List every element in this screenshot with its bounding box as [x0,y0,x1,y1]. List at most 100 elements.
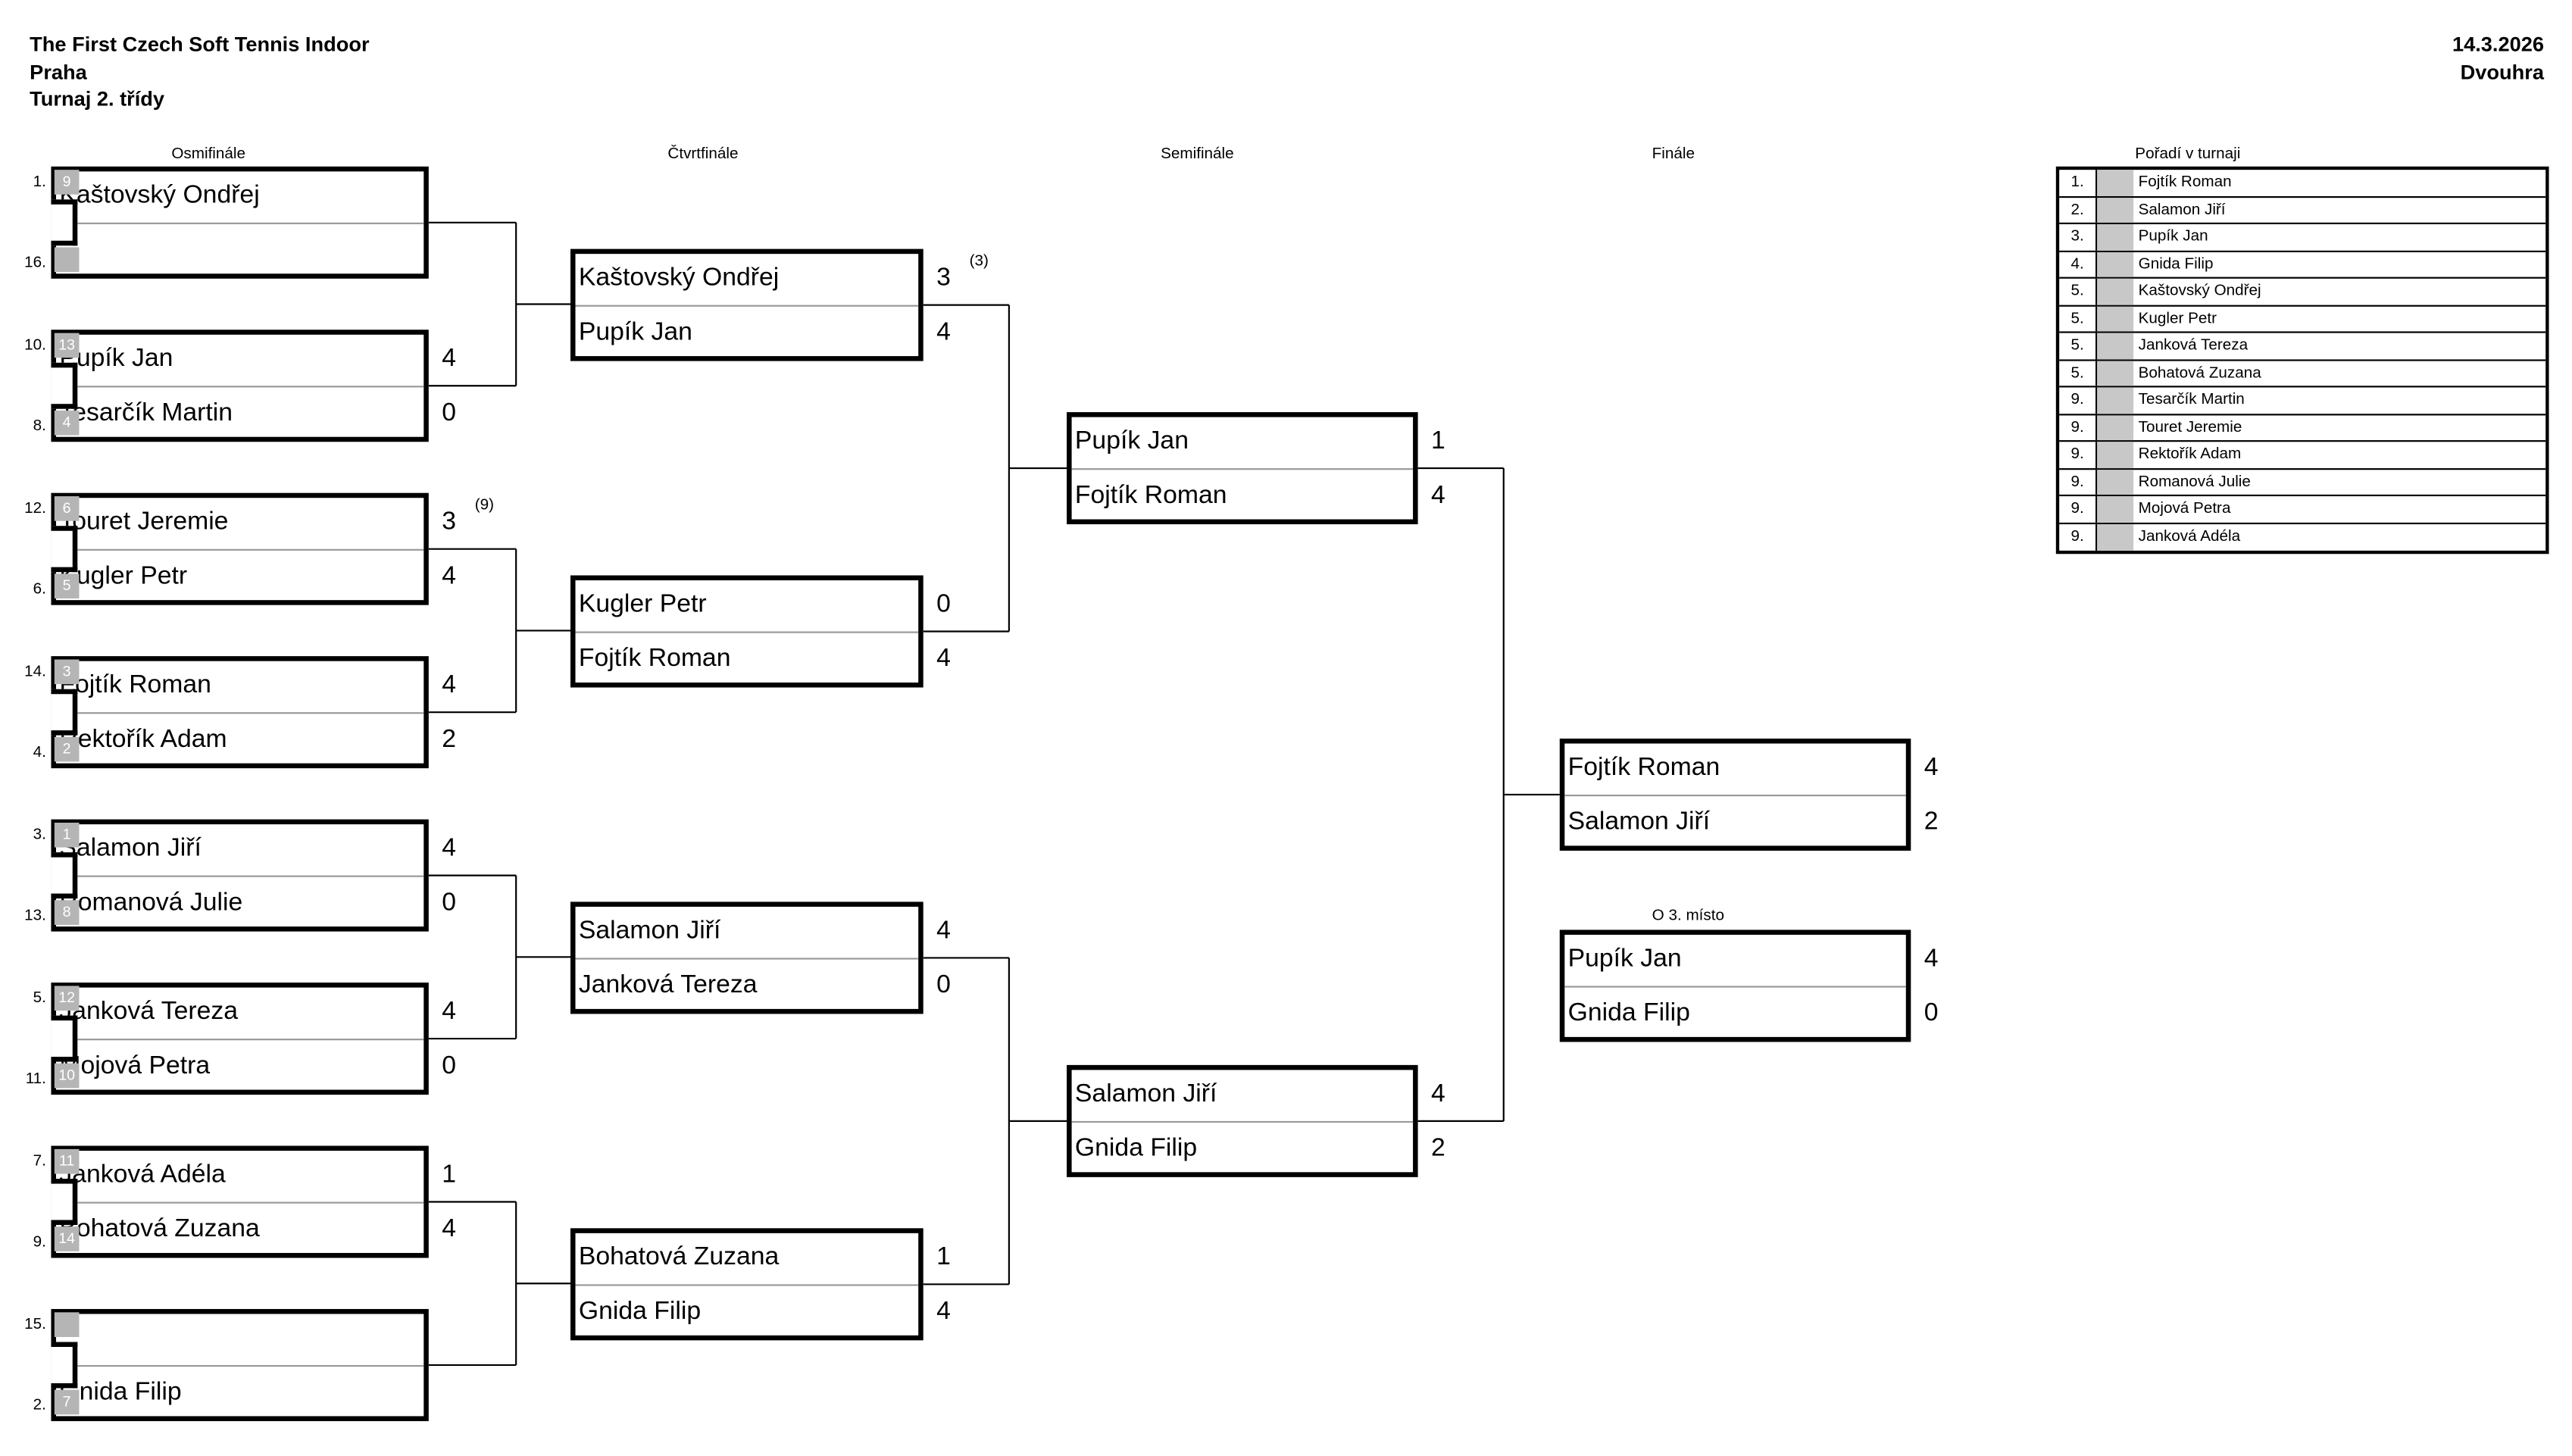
seed-marker: 13 [54,333,80,358]
seed-marker: 4 [54,410,80,436]
standings-row: 4.Gnida Filip [2059,251,2546,279]
standings-name: Gnida Filip [2138,255,2214,273]
seed-marker: 2 [54,736,80,762]
seed-label: 2. [33,1396,46,1415]
standings-seed-cell [2097,496,2134,522]
final-match-score2: 2 [1924,808,1939,836]
standings-row: 9.Romanová Julie [2059,469,2546,497]
r16-match-2-player2: Tesarčík Martin [59,398,233,427]
r16-match-4-player2: Rektořík Adam [59,725,227,754]
standings-row: 5.Kaštovský Ondřej [2059,278,2546,306]
sf-match-2-score2: 2 [1431,1134,1445,1163]
r16-match-7-player1: Janková Adéla [59,1161,226,1189]
third-place-match-player1: Pupík Jan [1567,945,1682,973]
header-left: The First Czech Soft Tennis Indoor Praha… [30,31,369,113]
standings-rank: 9. [2059,523,2098,551]
seed-marker: 11 [54,1148,80,1174]
box-notch [51,1179,78,1225]
seed-marker: 3 [54,659,80,685]
qf-match-4-player2: Gnida Filip [578,1297,702,1326]
qf-match-1-score2: 4 [936,318,951,347]
match-divider [1564,794,1906,797]
match-divider [575,958,919,960]
round-label-sf: Semifinále [1161,145,1234,164]
qf-match-4-score2: 4 [936,1297,951,1326]
match-divider [1564,986,1906,988]
standings-seed-cell [2097,223,2134,250]
standings-rank: 3. [2059,223,2098,250]
seed-label: 1. [33,173,46,192]
standings-seed-cell [2097,360,2134,386]
r16-match-2-score1: 4 [442,344,457,373]
seed-marker: 8 [54,900,80,925]
standings-row: 9.Touret Jeremie [2059,414,2546,442]
qf-match-3-player2: Janková Tereza [578,970,758,999]
standings-seed-cell [2097,251,2134,277]
seed-marker: 10 [54,1063,80,1089]
standings-row: 5.Janková Tereza [2059,333,2546,361]
qf-match-2-score2: 4 [936,644,951,673]
r16-match-1-box: Kaštovský Ondřej [51,166,429,279]
sf-match-2-player1: Salamon Jiří [1074,1080,1217,1108]
final-match-player2: Salamon Jiří [1567,808,1711,836]
standings-seed-cell [2097,170,2134,195]
seed-marker: 9 [54,170,80,195]
sf-match-1-score2: 4 [1431,481,1445,510]
seed-label: 3. [33,826,46,845]
round-label-final: Finále [1652,145,1695,164]
qf-match-3-score2: 0 [936,970,951,999]
standings-row: 2.Salamon Jiří [2059,197,2546,224]
seed-marker: 7 [54,1389,80,1415]
standings-seed-cell [2097,197,2134,223]
box-notch [51,689,78,736]
standings-name: Touret Jeremie [2138,417,2242,436]
round-label-third-place: O 3. místo [1652,906,1725,925]
match-divider [55,1201,424,1204]
standings-row: 9.Rektořík Adam [2059,442,2546,470]
tournament-date: 14.3.2026 [2452,33,2544,56]
standings-name: Pupík Jan [2138,227,2208,246]
standings-row: 9.Mojová Petra [2059,496,2546,523]
third-place-match-score2: 0 [1924,998,1939,1027]
seed-marker: 1 [54,822,80,848]
qf-match-1-note: (3) [969,252,989,270]
r16-match-3-note: (9) [474,496,495,514]
match-divider [1071,1120,1414,1123]
qf-match-2-player1: Kugler Petr [578,590,707,619]
match-divider [1071,468,1414,470]
r16-match-5-player2: Romanová Julie [59,889,243,917]
seed-label: 10. [24,336,46,355]
r16-match-6-player2: Mojová Petra [59,1051,211,1080]
r16-match-8-player2: Gnida Filip [59,1378,182,1407]
standings-label: Pořadí v turnaji [2135,145,2241,164]
qf-match-2-player2: Fojtík Roman [578,644,731,673]
standings-rank: 5. [2059,360,2098,386]
seed-marker: 14 [54,1226,80,1251]
seed-label: 15. [24,1315,46,1334]
r16-match-6-score2: 0 [442,1051,457,1080]
standings-rank: 9. [2059,496,2098,522]
sf-match-2-player2: Gnida Filip [1074,1134,1198,1163]
r16-match-6-score1: 4 [442,997,457,1026]
seed-marker: 6 [54,496,80,521]
standings-rank: 5. [2059,333,2098,359]
qf-match-1-player1: Kaštovský Ondřej [578,264,780,292]
r16-match-5-player1: Salamon Jiří [59,834,202,863]
standings-rank: 9. [2059,442,2098,467]
seed-label: 12. [24,499,46,518]
box-notch [51,362,78,409]
match-divider [55,1364,424,1367]
sf-match-1-player1: Pupík Jan [1074,426,1189,455]
box-notch [51,1015,78,1062]
r16-match-4-score1: 4 [442,670,457,699]
standings-seed-cell [2097,469,2134,495]
tournament-class: Turnaj 2. třídy [30,87,165,111]
seed-marker: 5 [54,573,80,598]
